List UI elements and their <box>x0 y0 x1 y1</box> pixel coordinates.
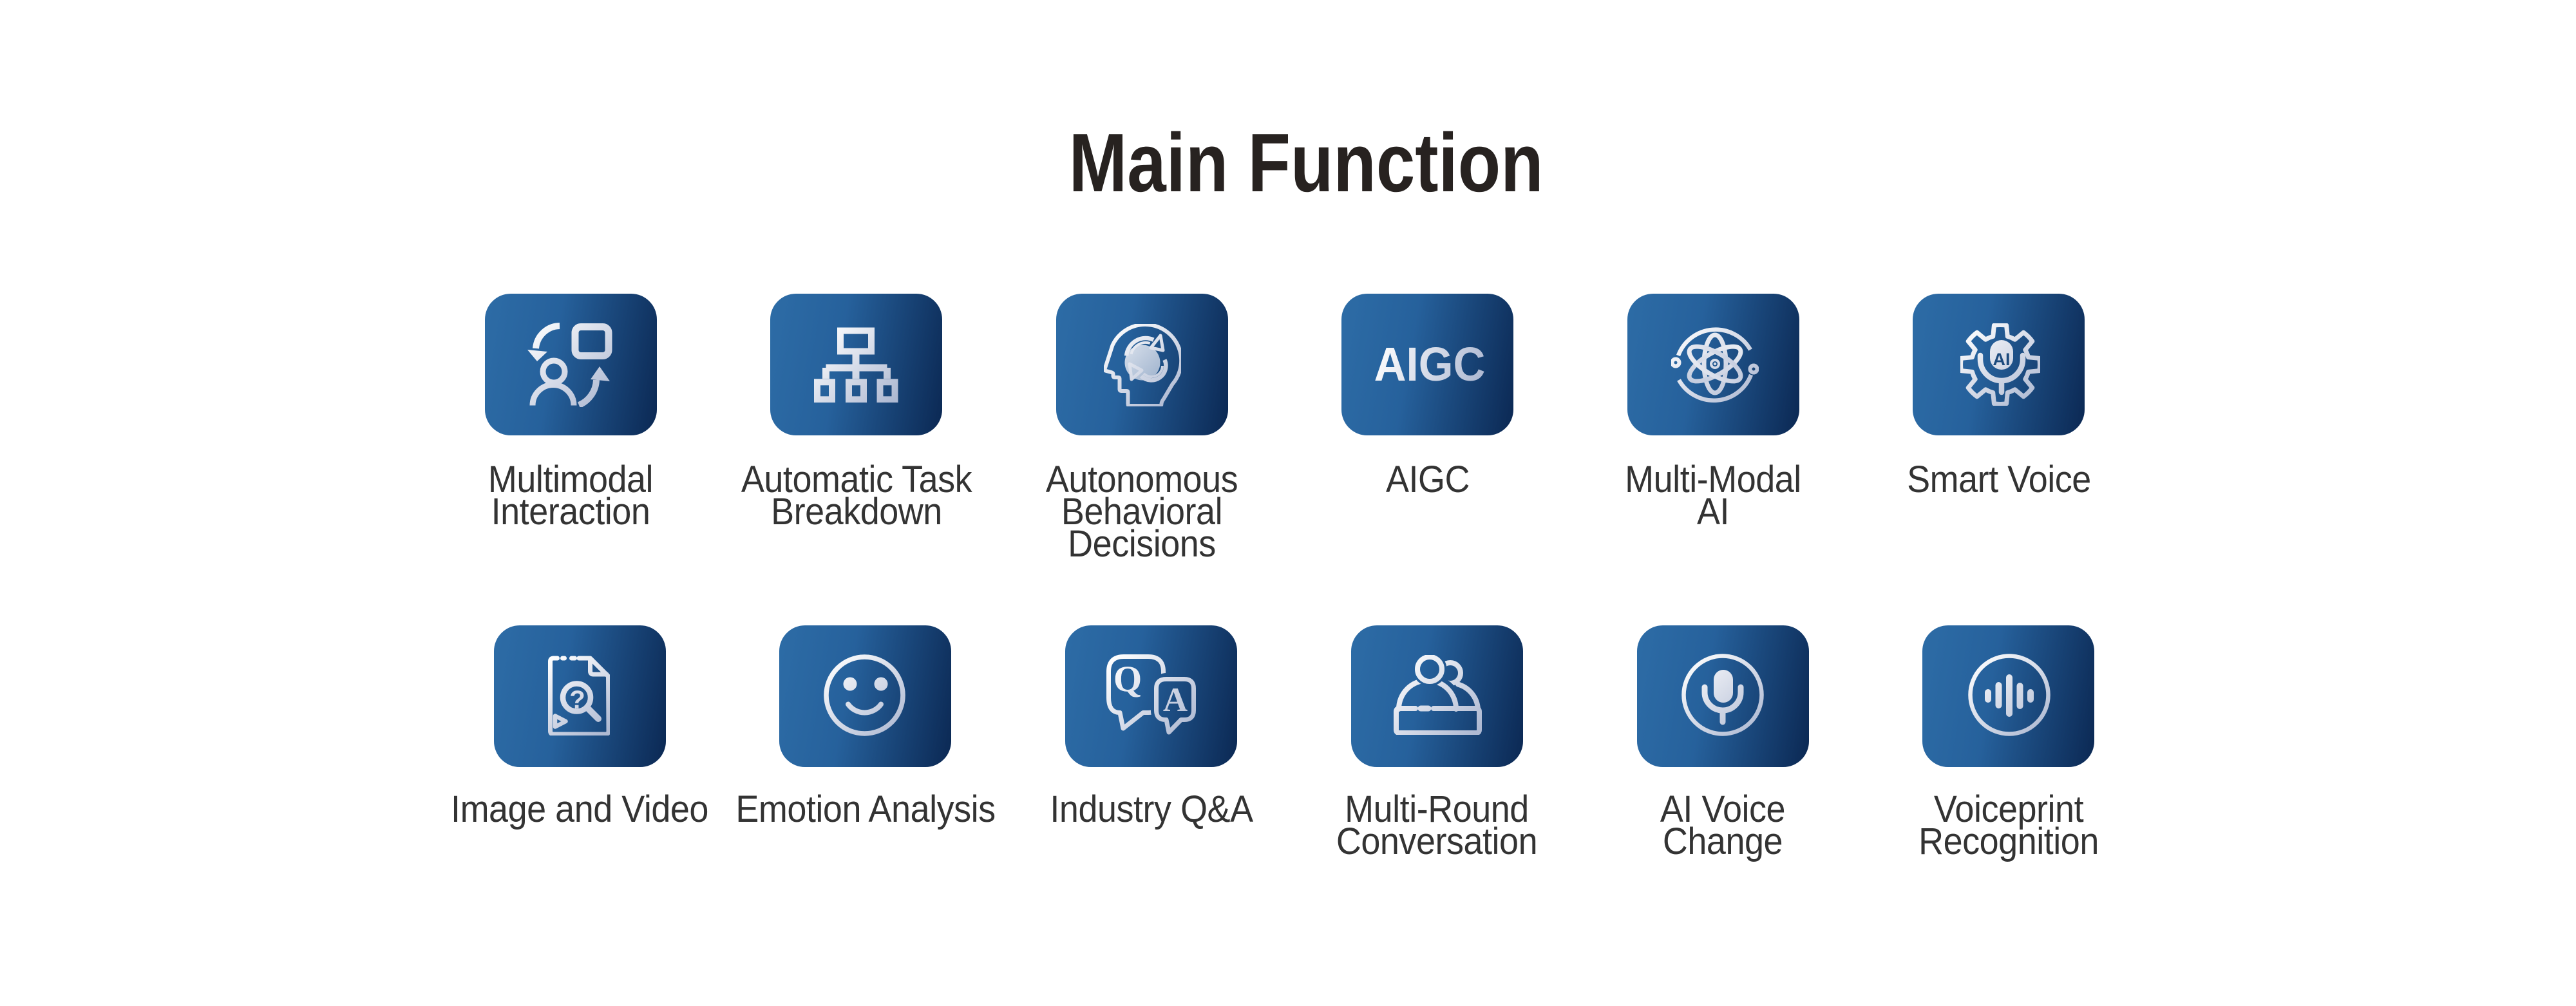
svg-text:A: A <box>1163 681 1188 719</box>
svg-text:Q: Q <box>1113 659 1142 699</box>
svg-text:?: ? <box>569 686 585 714</box>
svg-text:AIGC: AIGC <box>1374 338 1486 392</box>
svg-text:AI: AI <box>1993 350 2011 369</box>
